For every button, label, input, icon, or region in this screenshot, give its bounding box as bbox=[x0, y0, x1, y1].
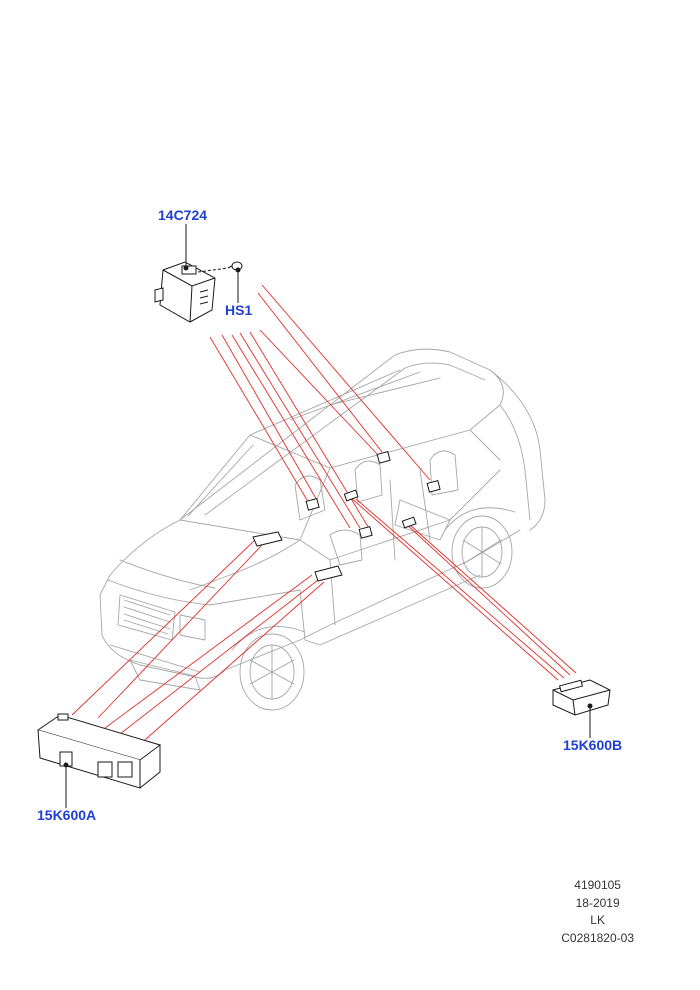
module-15k600a bbox=[36, 713, 162, 789]
antenna-module-14c724 bbox=[154, 261, 216, 323]
reference-number: 4190105 bbox=[574, 878, 621, 892]
sensor-front-center bbox=[343, 489, 359, 502]
sensor-rear-center bbox=[401, 516, 417, 529]
reference-date: 18-2019 bbox=[575, 895, 620, 910]
connector-lines bbox=[71, 284, 577, 747]
interior-sensors bbox=[252, 450, 441, 582]
sensor-console-module bbox=[314, 565, 343, 582]
sensor-front-left bbox=[305, 497, 320, 511]
sensor-rear-right bbox=[426, 479, 441, 493]
reference-block: 4190105 18-2019 LK C0281820-03 bbox=[561, 877, 634, 947]
sensor-dash-module bbox=[252, 531, 283, 547]
callout-15k600a: 15K600A bbox=[37, 807, 97, 823]
sensor-rear-left bbox=[358, 525, 373, 539]
reference-code: LK bbox=[590, 913, 605, 927]
callout-14c724: 14C724 bbox=[158, 207, 208, 223]
sensor-front-right bbox=[376, 450, 391, 464]
leader-lines bbox=[63, 224, 593, 808]
callout-15k600b: 15K600B bbox=[563, 737, 623, 753]
vehicle-outline bbox=[99, 348, 546, 711]
reference-illustration-id: C0281820-03 bbox=[561, 930, 634, 945]
callout-hs1: HS1 bbox=[225, 302, 253, 318]
screw-hs1 bbox=[197, 261, 243, 273]
module-15k600b bbox=[552, 679, 611, 716]
